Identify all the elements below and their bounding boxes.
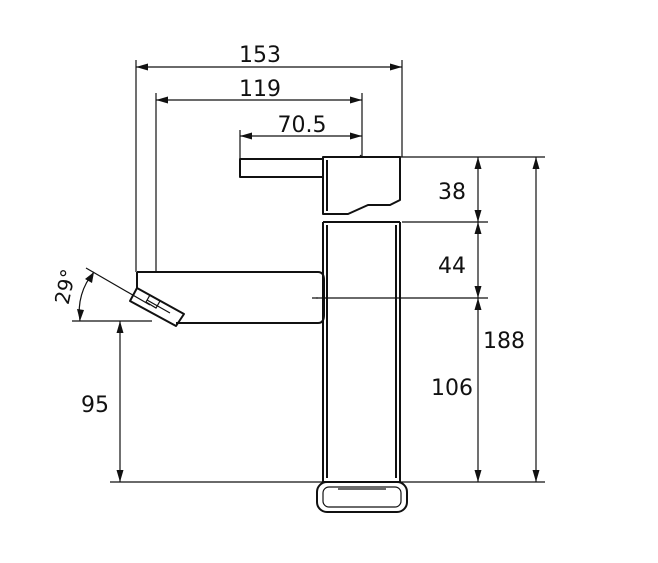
dim-outlet-height: 95 — [81, 393, 109, 418]
dimension-labels: 153 119 70.5 38 44 106 188 95 29° — [50, 43, 525, 418]
faucet-spout — [129, 271, 325, 327]
dim-body-section: 44 — [438, 254, 466, 279]
dim-overall-width: 153 — [239, 43, 281, 68]
dim-handle-reach: 70.5 — [278, 113, 327, 138]
dim-total-height: 188 — [483, 329, 525, 354]
dim-spout-height: 106 — [431, 376, 473, 401]
faucet-handle-block — [322, 154, 401, 215]
extension-lines — [72, 60, 545, 483]
dim-spout-reach: 119 — [239, 77, 281, 102]
faucet-outline — [129, 154, 408, 513]
dim-handle-section: 38 — [438, 180, 466, 205]
dimension-lines — [77, 63, 540, 482]
dim-spout-angle: 29° — [50, 267, 81, 307]
faucet-lever — [239, 158, 324, 178]
faucet-base — [316, 481, 408, 513]
faucet-body — [322, 221, 401, 483]
